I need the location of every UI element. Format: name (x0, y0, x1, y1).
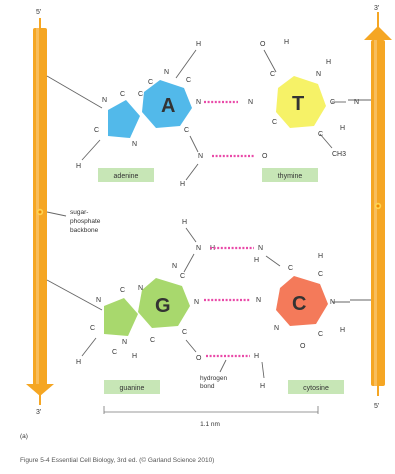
adenine-five-ring (108, 100, 140, 138)
svg-text:H: H (182, 219, 187, 226)
svg-text:N: N (316, 71, 321, 78)
guanine-six-ring (138, 278, 190, 328)
svg-text:N: N (164, 69, 169, 76)
svg-text:H: H (284, 39, 289, 46)
svg-text:CH3: CH3 (332, 151, 346, 158)
guanine-five-ring (104, 298, 138, 336)
adenine-label-box (98, 168, 154, 182)
hydrogen-bond-label: hydrogen bond (200, 375, 229, 390)
svg-text:C: C (272, 119, 277, 126)
right-backbone-bar (371, 40, 385, 386)
svg-text:H: H (210, 245, 215, 252)
right-strand-bottom-end: 5' (374, 403, 379, 410)
svg-text:O: O (262, 153, 268, 160)
width-scale-bar (103, 406, 319, 414)
figure-caption: Figure 5-4 Essential Cell Biology, 3rd e… (20, 456, 214, 464)
svg-text:N: N (354, 99, 359, 106)
svg-text:H: H (340, 125, 345, 132)
svg-text:N: N (196, 245, 201, 252)
cytosine-ring (276, 276, 328, 326)
svg-text:N: N (248, 99, 253, 106)
thymine-molecule: T O C N C C C N CH3 H H H (260, 39, 359, 158)
svg-text:C: C (112, 349, 117, 356)
svg-text:O: O (260, 41, 266, 48)
svg-text:H: H (76, 359, 81, 366)
svg-text:N: N (132, 141, 137, 148)
svg-text:N: N (194, 299, 199, 306)
svg-text:C: C (150, 337, 155, 344)
svg-text:C: C (184, 127, 189, 134)
left-backbone-arrowhead (26, 384, 54, 396)
svg-text:C: C (270, 71, 275, 78)
svg-text:H: H (132, 353, 137, 360)
svg-text:C: C (148, 79, 153, 86)
right-strand-top-end: 3' (374, 5, 379, 12)
svg-text:N: N (138, 285, 143, 292)
svg-text:C: C (318, 271, 323, 278)
svg-text:N: N (96, 297, 101, 304)
guanine-molecule: G H N C N C N C N C H N O C C H H N (76, 219, 215, 366)
svg-text:C: C (182, 329, 187, 336)
adenine-letter: A (161, 95, 175, 117)
svg-text:N: N (102, 97, 107, 104)
svg-text:C: C (90, 325, 95, 332)
svg-text:C: C (94, 127, 99, 134)
left-backbone-bar (33, 28, 47, 386)
thymine-letter: T (292, 93, 304, 115)
width-label: 1.1 nm (200, 421, 220, 428)
svg-text:C: C (288, 265, 293, 272)
panel-label: (a) (20, 433, 28, 440)
svg-text:N: N (274, 325, 279, 332)
adenine-six-ring (142, 80, 192, 128)
svg-text:C: C (186, 77, 191, 84)
svg-text:H: H (254, 257, 259, 264)
right-backbone (364, 12, 392, 396)
thymine-label: thymine (278, 173, 303, 180)
cytosine-label: cytosine (303, 385, 329, 392)
thymine-ring (276, 76, 326, 128)
adenine-molecule: A H N C C N C C N C H C N N H (76, 41, 203, 188)
svg-text:C: C (180, 273, 185, 280)
svg-text:H: H (326, 59, 331, 66)
svg-text:N: N (330, 299, 335, 306)
svg-text:H: H (254, 353, 259, 360)
svg-text:O: O (196, 355, 202, 362)
svg-text:N: N (196, 99, 201, 106)
svg-text:O: O (300, 343, 306, 350)
svg-text:N: N (122, 339, 127, 346)
svg-text:H: H (180, 181, 185, 188)
svg-text:N: N (198, 153, 203, 160)
backbone-label: sugar- phosphate backbone (70, 209, 102, 234)
thymine-label-box (262, 168, 318, 182)
cytosine-label-box (288, 380, 344, 394)
guanine-label-box (104, 380, 160, 394)
left-strand-top-end: 5' (36, 9, 41, 16)
cytosine-molecule: C C C N C N O H H H H (254, 253, 350, 390)
svg-text:H: H (340, 327, 345, 334)
svg-text:N: N (172, 263, 177, 270)
svg-text:C: C (330, 99, 335, 106)
guanine-label: guanine (120, 385, 145, 392)
adenine-label: adenine (114, 173, 139, 180)
svg-text:N: N (258, 245, 263, 252)
left-strand-bottom-end: 3' (36, 409, 41, 416)
svg-text:H: H (318, 253, 323, 260)
cytosine-letter: C (292, 293, 306, 315)
svg-text:C: C (120, 91, 125, 98)
svg-text:N: N (256, 297, 261, 304)
right-backbone-arrowhead (364, 26, 392, 40)
svg-text:H: H (196, 41, 201, 48)
left-backbone (26, 18, 54, 405)
svg-text:C: C (318, 331, 323, 338)
svg-text:C: C (120, 287, 125, 294)
svg-text:C: C (138, 91, 143, 98)
svg-text:H: H (76, 163, 81, 170)
guanine-letter: G (155, 295, 171, 317)
svg-text:H: H (260, 383, 265, 390)
